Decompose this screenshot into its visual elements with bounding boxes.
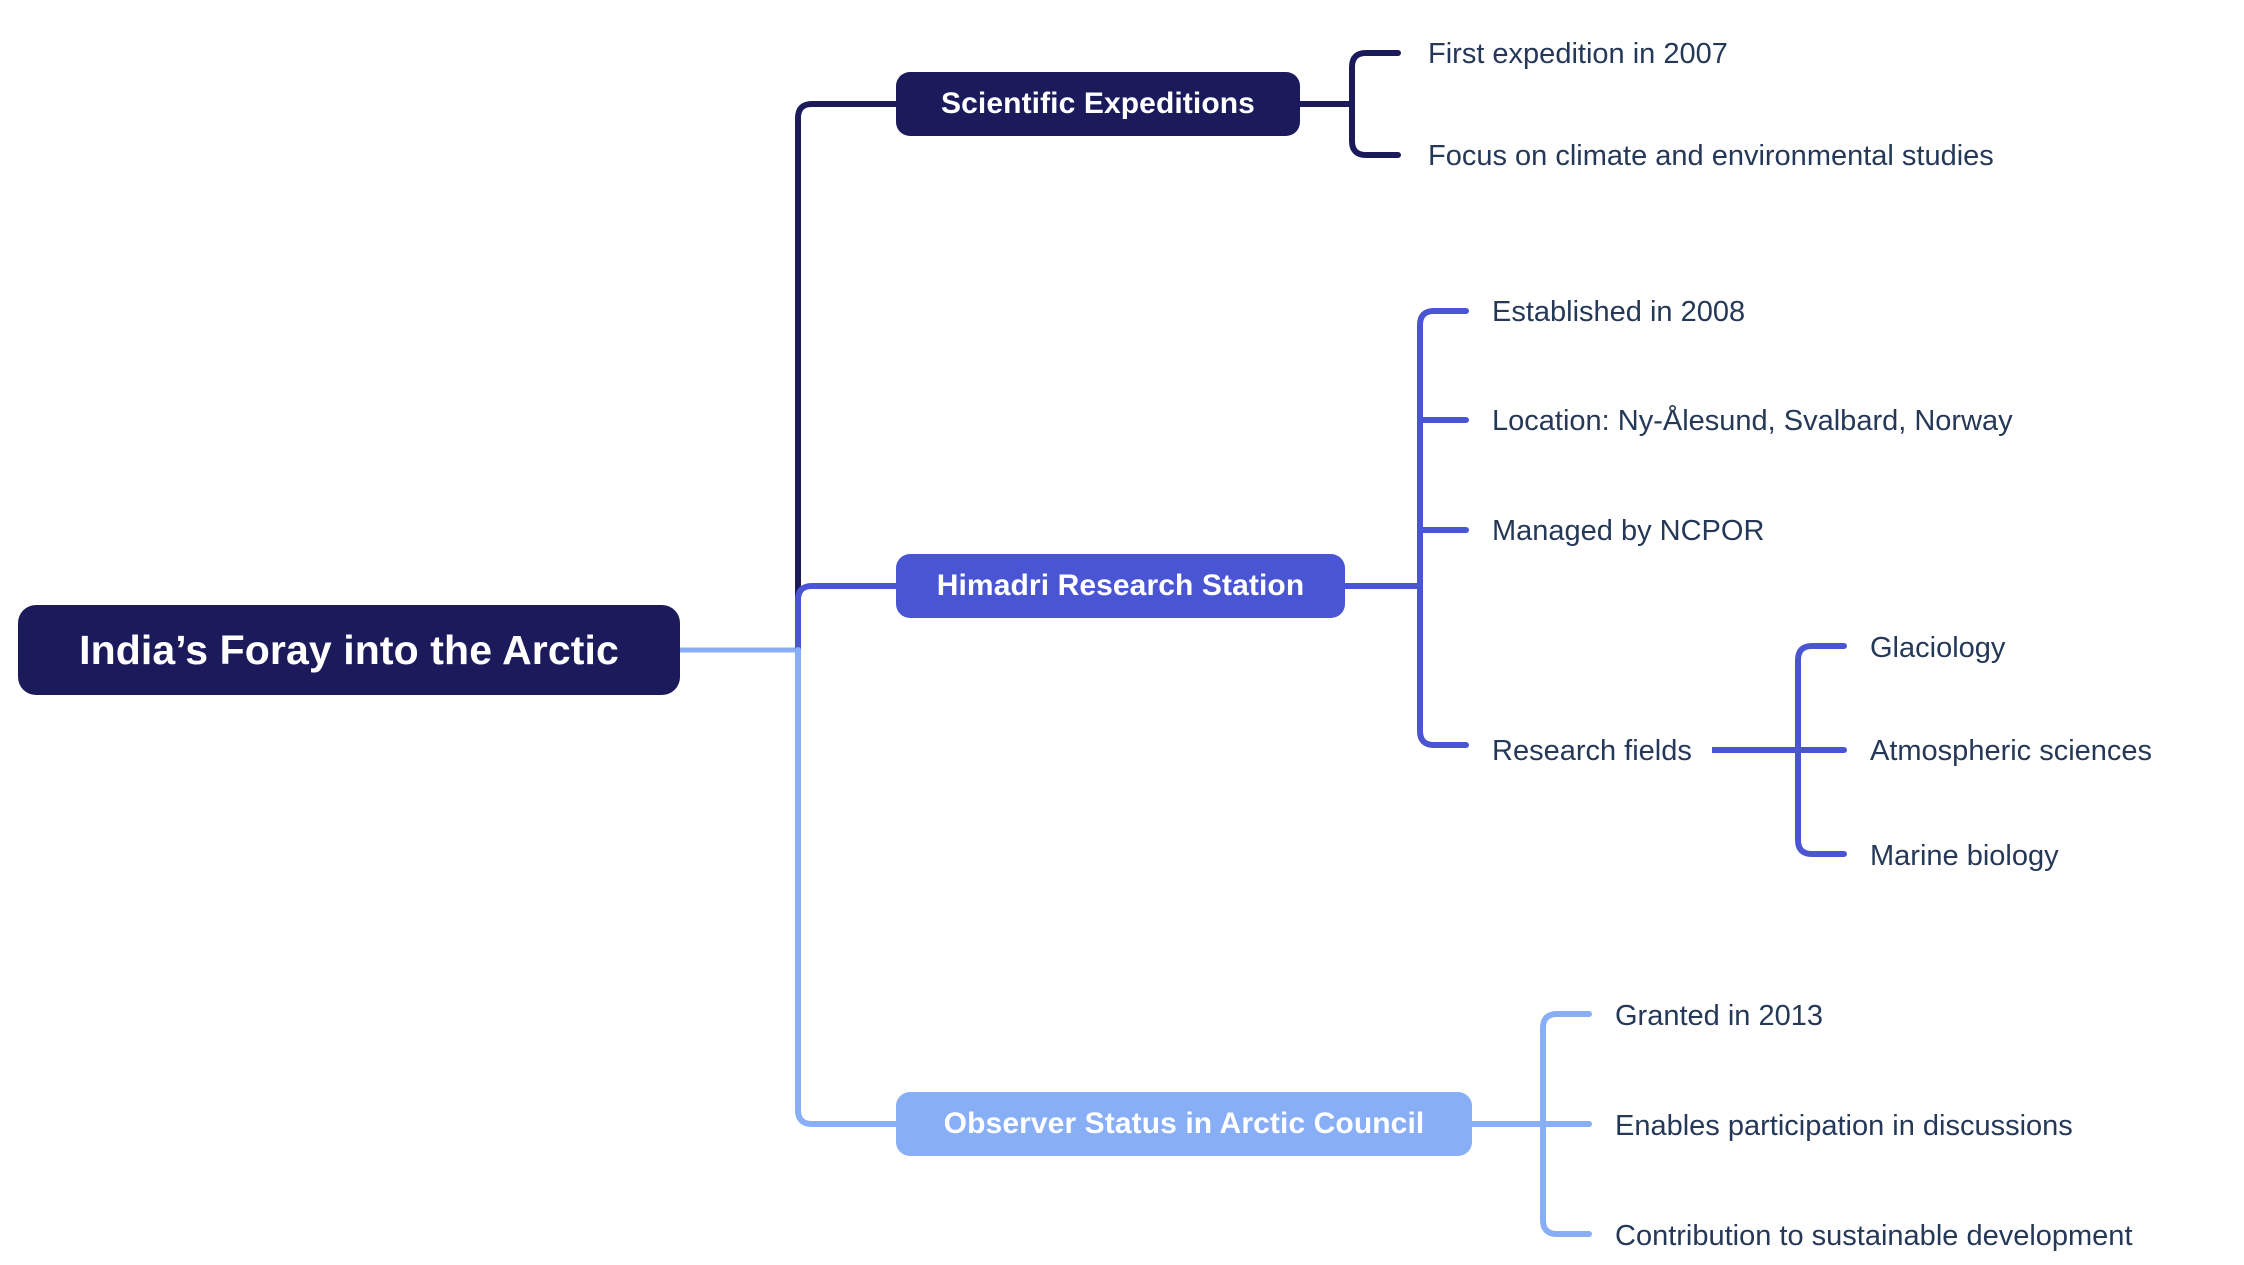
leaf-granted-2013: Granted in 2013 [1615,1000,1823,1032]
leaf-research-fields: Research fields [1492,735,1692,767]
leaf-glaciology: Glaciology [1870,632,2006,664]
bracket-scientific-expeditions [1349,50,1401,158]
leaf-marine-biology: Marine biology [1870,840,2059,872]
root-node[interactable]: India’s Foray into the Arctic [18,605,680,695]
leaf-sustainable-development: Contribution to sustainable development [1615,1220,2133,1252]
bracket-himadri-outer [1417,308,1469,748]
bracket-research-fields [1795,643,1847,857]
branch-node-observer-status-in-arctic-council[interactable]: Observer Status in Arctic Council [896,1092,1472,1156]
leaf-managed-by-ncpor: Managed by NCPOR [1492,515,1765,547]
leaf-location: Location: Ny-Ålesund, Svalbard, Norway [1492,405,2013,437]
leaf-atmospheric-sciences: Atmospheric sciences [1870,735,2153,767]
branch-label-observer-status-in-arctic-council: Observer Status in Arctic Council [943,1107,1425,1140]
leaf-first-expedition: First expedition in 2007 [1428,38,1728,70]
branch-node-scientific-expeditions[interactable]: Scientific Expeditions [896,72,1300,136]
leaf-climate-focus: Focus on climate and environmental studi… [1428,140,1994,172]
trunk-to-observer-status [795,647,899,1127]
branch-label-scientific-expeditions: Scientific Expeditions [941,87,1255,120]
leaf-enables-participation: Enables participation in discussions [1615,1110,2073,1142]
trunk-to-scientific-expeditions [795,101,899,653]
branch-label-himadri-research-station: Himadri Research Station [936,569,1305,602]
trunk-to-himadri [795,583,899,653]
branch-node-himadri-research-station[interactable]: Himadri Research Station [896,554,1345,618]
root-node-label: India’s Foray into the Arctic [79,626,619,673]
leaf-established-2008: Established in 2008 [1492,296,1746,328]
bracket-observer-status [1540,1011,1592,1237]
